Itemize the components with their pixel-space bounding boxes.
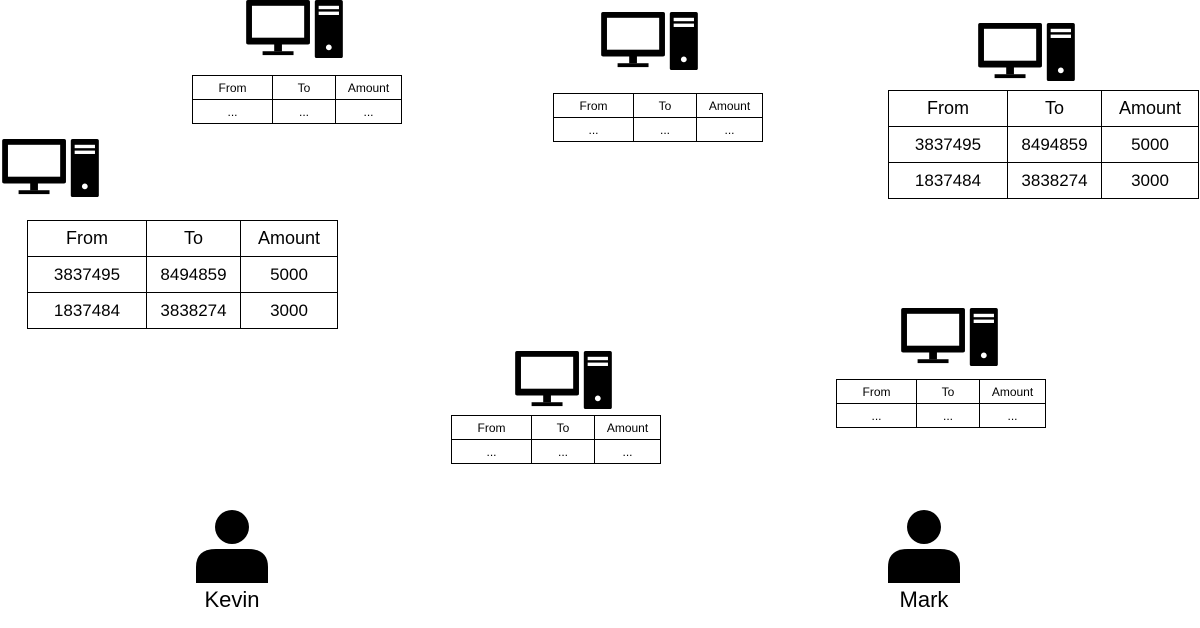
user-kevin: Kevin — [182, 509, 282, 613]
column-header-amount: Amount — [979, 379, 1046, 404]
desktop-computer-icon — [515, 351, 612, 409]
desktop-computer-icon — [978, 23, 1075, 81]
desktop-computer-icon — [2, 139, 99, 197]
column-header-to: To — [1007, 90, 1102, 127]
user-icon — [888, 509, 960, 583]
column-header-to: To — [146, 220, 241, 257]
column-header-amount: Amount — [335, 75, 402, 100]
table-cell: ... — [272, 99, 336, 124]
column-header-from: From — [192, 75, 273, 100]
desktop-computer-icon — [601, 12, 698, 70]
column-header-to: To — [633, 93, 697, 118]
column-header-amount: Amount — [240, 220, 338, 257]
table-cell: ... — [531, 439, 595, 464]
column-header-from: From — [27, 220, 147, 257]
table-cell: ... — [192, 99, 273, 124]
desktop-computer-icon — [901, 308, 998, 366]
column-header-from: From — [888, 90, 1008, 127]
column-header-to: To — [531, 415, 595, 440]
column-header-amount: Amount — [1101, 90, 1199, 127]
column-header-from: From — [553, 93, 634, 118]
column-header-amount: Amount — [594, 415, 661, 440]
user-name: Kevin — [204, 587, 260, 612]
desktop-computer-icon — [246, 0, 343, 58]
column-header-to: To — [916, 379, 980, 404]
table-cell: ... — [451, 439, 532, 464]
column-header-amount: Amount — [696, 93, 763, 118]
table-cell: ... — [916, 403, 980, 428]
table-cell: ... — [633, 117, 697, 142]
user-name: Mark — [899, 587, 949, 612]
table-cell: ... — [335, 99, 402, 124]
table-cell: ... — [553, 117, 634, 142]
table-cell: ... — [979, 403, 1046, 428]
table-cell: ... — [836, 403, 917, 428]
table-cell: ... — [696, 117, 763, 142]
column-header-from: From — [451, 415, 532, 440]
column-header-from: From — [836, 379, 917, 404]
user-mark: Mark — [874, 509, 974, 613]
table-cell: ... — [594, 439, 661, 464]
user-icon — [196, 509, 268, 583]
column-header-to: To — [272, 75, 336, 100]
